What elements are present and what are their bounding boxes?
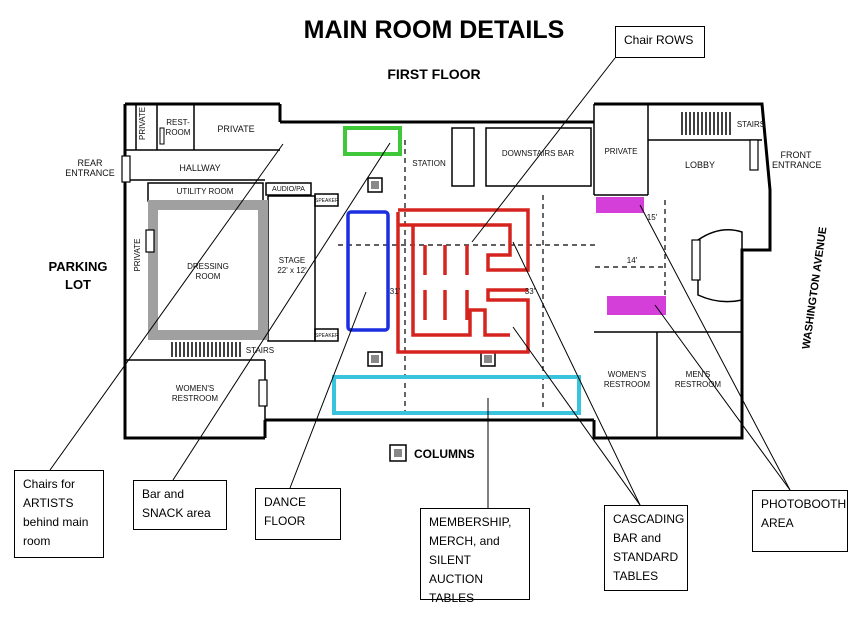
- callout-cascading: CASCADING BAR and STANDARD TABLES: [604, 505, 688, 591]
- dim-33: 33': [524, 287, 536, 296]
- cascading-bar-tables: [396, 208, 530, 354]
- room-stairs-top: STAIRS: [736, 120, 766, 129]
- callout-membership: MEMBERSHIP, MERCH, and SILENT AUCTION TA…: [420, 508, 530, 605]
- callout-dance-floor: DANCE FLOOR: [255, 488, 341, 540]
- room-downstairs-bar: DOWNSTAIRS BAR: [501, 149, 575, 158]
- room-restroom-small: REST-ROOM: [165, 118, 191, 137]
- callout-bar-snack: Bar and SNACK area: [133, 480, 227, 530]
- page-title: MAIN ROOM DETAILS: [303, 16, 565, 44]
- room-womens-left: WOMEN'S RESTROOM: [171, 384, 219, 403]
- bar-snack-area: [343, 126, 402, 156]
- room-station: STATION: [412, 159, 446, 168]
- stairs-hatch: [171, 342, 241, 357]
- restroom-small-door: [159, 127, 165, 145]
- room-womens-right: WOMEN'S RESTROOM: [603, 370, 651, 389]
- room-private-side: PRIVATE: [133, 238, 142, 272]
- callout-photobooth: PHOTOBOOTH AREA: [752, 490, 848, 552]
- room-speaker-bottom: SPEAKER: [315, 333, 339, 339]
- dressing-room-wall: [148, 200, 268, 340]
- photobooth-top: [596, 197, 644, 213]
- room-stage-size: 22' x 12': [277, 266, 307, 275]
- callout-chair-rows: Chair ROWS: [615, 26, 705, 58]
- dim-15: 15': [646, 213, 658, 222]
- front-door: [749, 139, 759, 171]
- room-hallway: HALLWAY: [179, 163, 221, 173]
- label-rear-entrance: REAR ENTRANCE: [65, 158, 115, 178]
- rear-door: [121, 155, 131, 183]
- legend-columns: COLUMNS: [414, 447, 475, 461]
- label-front-entrance: FRONT ENTRANCE: [772, 150, 822, 170]
- columns: [367, 177, 496, 367]
- room-private-right: PRIVATE: [604, 147, 638, 156]
- room-lobby: LOBBY: [684, 160, 715, 170]
- dim-31: 31': [389, 287, 401, 296]
- room-utility: UTILITY ROOM: [176, 187, 234, 196]
- room-audio: AUDIO/PA: [272, 186, 305, 193]
- membership-tables-area: [332, 375, 581, 415]
- leader-lines: [49, 57, 791, 508]
- dressing-door: [145, 229, 155, 253]
- stairs-top-hatch: [681, 112, 731, 135]
- room-dressing: DRESSING ROOM: [187, 262, 229, 281]
- room-stairs-bottom: STAIRS: [245, 346, 275, 355]
- room-stage: STAGE: [278, 256, 306, 265]
- restroom-door: [258, 379, 268, 407]
- room-private-top: PRIVATE: [217, 124, 255, 134]
- room-mens-right: MEN'S RESTROOM: [674, 370, 722, 389]
- room-speaker-top: SPEAKER: [315, 198, 339, 204]
- dim-14: 14': [626, 256, 638, 265]
- dance-floor-area: [346, 210, 390, 332]
- room-private-small: PRIVATE: [138, 106, 147, 140]
- lobby-door: [691, 239, 701, 281]
- label-parking-lot: PARKING LOT: [48, 259, 108, 292]
- floor-subtitle: FIRST FLOOR: [387, 66, 481, 82]
- callout-artists: Chairs for ARTISTS behind main room: [14, 470, 104, 558]
- photobooth-bottom: [607, 296, 666, 315]
